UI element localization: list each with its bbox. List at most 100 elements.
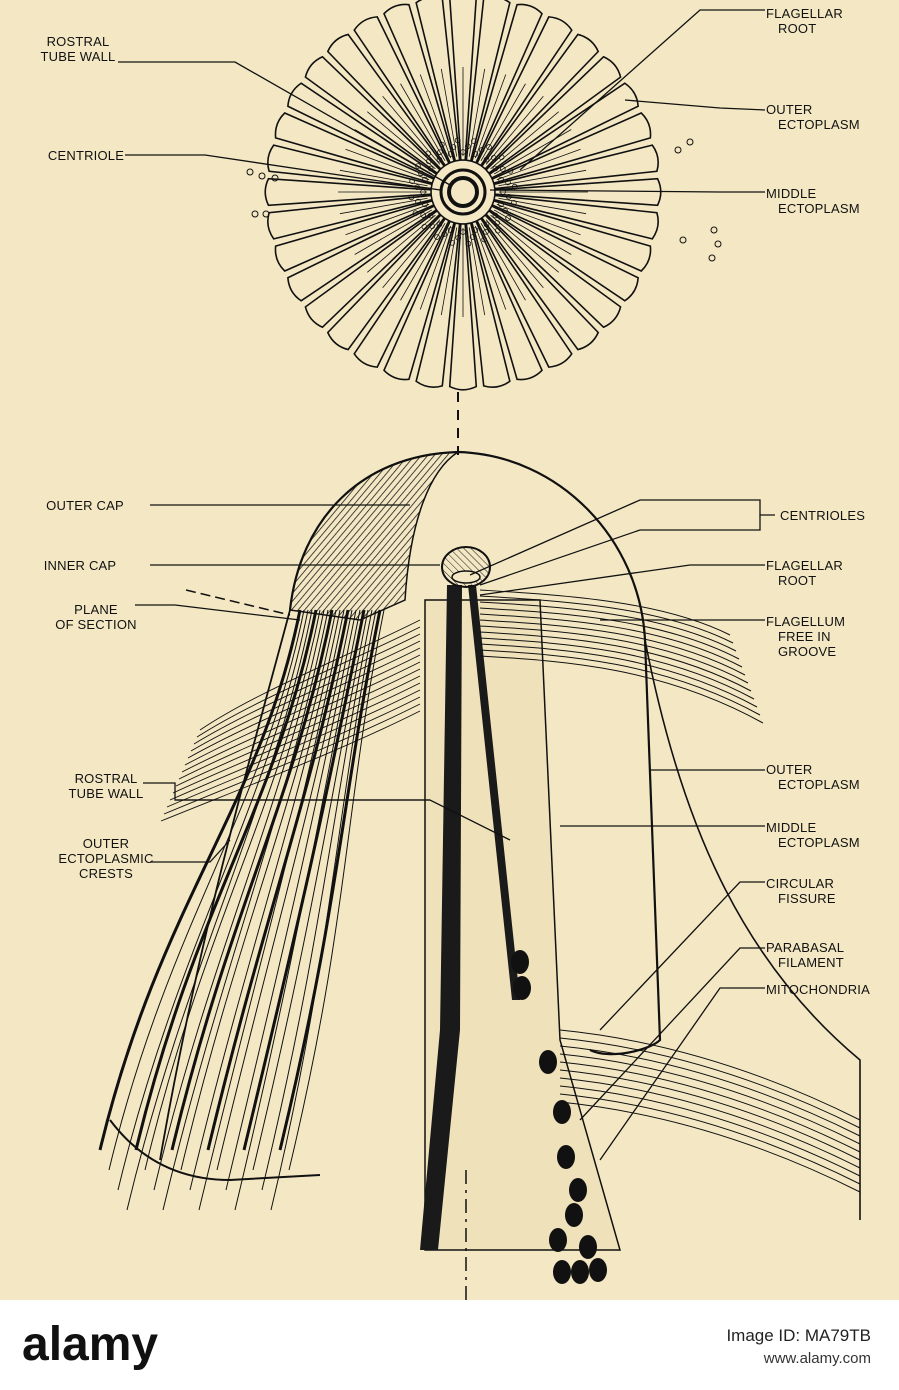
flagellum-section bbox=[422, 176, 428, 183]
outer-crest-filament bbox=[190, 640, 421, 752]
rosette-fibril bbox=[339, 197, 428, 215]
flagellum-section bbox=[500, 166, 506, 172]
free-flagellum-dot bbox=[262, 210, 270, 218]
rosette-segment bbox=[274, 112, 435, 185]
crest-strand bbox=[261, 609, 373, 1191]
label-line: CENTRIOLES bbox=[780, 508, 865, 523]
crest-strand bbox=[206, 609, 350, 1151]
rosette-fibril bbox=[480, 222, 526, 301]
flagellum-section bbox=[425, 150, 432, 157]
free-flagellum-strand bbox=[479, 625, 749, 684]
fissure-strand bbox=[559, 1069, 861, 1161]
free-flagellum-dot bbox=[714, 240, 722, 248]
free-flagellum-dot bbox=[251, 210, 259, 218]
rosette-fibril bbox=[354, 209, 433, 255]
flagellum-section bbox=[486, 144, 492, 150]
flagellum-section bbox=[408, 194, 415, 201]
outer-crest-filament bbox=[181, 661, 421, 773]
flagellum-section bbox=[492, 165, 499, 172]
flagellum-section bbox=[427, 212, 434, 219]
outer-crest-filament bbox=[175, 675, 421, 787]
flagellum-section bbox=[454, 137, 461, 144]
flagella-dots-left bbox=[246, 138, 722, 262]
flagellum-section bbox=[472, 227, 479, 233]
label-centriole-top: CENTRIOLE bbox=[48, 148, 124, 163]
label-line: GROOVE bbox=[778, 644, 836, 659]
free-flagellum-dot bbox=[708, 254, 716, 262]
flagellum-section bbox=[447, 151, 454, 157]
flagellum-section bbox=[465, 143, 471, 150]
free-flagellum-strand bbox=[479, 613, 743, 668]
crest-strand bbox=[170, 609, 334, 1151]
free-flagellum-dot bbox=[686, 138, 694, 146]
rosette-fibril bbox=[419, 74, 452, 159]
flagellum-section bbox=[460, 149, 466, 155]
outer-crest-filament bbox=[163, 703, 421, 815]
flagellum-section bbox=[511, 183, 518, 190]
fissure-strand bbox=[559, 1101, 861, 1193]
flagellum-section bbox=[409, 178, 415, 184]
label-line: ROOT bbox=[778, 573, 816, 588]
fissure-strand bbox=[559, 1077, 861, 1169]
rosette-segment bbox=[353, 16, 450, 167]
outer-crest-filament bbox=[160, 710, 421, 822]
label-line: OUTER bbox=[83, 836, 130, 851]
flagellum-section bbox=[426, 158, 432, 165]
rosette-fibril bbox=[496, 148, 581, 181]
rosette-fibril bbox=[474, 74, 507, 159]
flagellum-section bbox=[427, 165, 434, 172]
rosette-segment bbox=[491, 199, 652, 272]
body-left-outline bbox=[159, 609, 291, 1161]
flagellum-section bbox=[507, 168, 514, 174]
rosette-fibril bbox=[366, 111, 436, 170]
outer-crest-filament bbox=[166, 696, 421, 808]
rosette-segment bbox=[287, 82, 438, 179]
free-flagellum-strand bbox=[479, 631, 752, 692]
crest-strand bbox=[98, 609, 302, 1151]
flagellum-section bbox=[418, 170, 424, 177]
crest-strand bbox=[153, 609, 325, 1191]
free-flagellum-strand bbox=[479, 637, 755, 700]
flagellum-section bbox=[483, 156, 490, 163]
free-flagellum-strand bbox=[479, 601, 737, 652]
label-line: ECTOPLASM bbox=[778, 201, 860, 216]
mitochondrion bbox=[539, 1050, 557, 1074]
flagellum-section bbox=[483, 229, 489, 235]
flagellum-section bbox=[505, 179, 511, 186]
free-flagellum-dot bbox=[674, 146, 682, 154]
label-line: FREE IN bbox=[778, 629, 831, 644]
label-line: FISSURE bbox=[778, 891, 836, 906]
free-flagellum-dot bbox=[246, 168, 254, 176]
rosette-fibril bbox=[480, 83, 526, 162]
flagellum-section bbox=[455, 234, 461, 241]
rostral-tube-wall-left bbox=[420, 585, 462, 1250]
free-flagellum-dot bbox=[258, 172, 266, 180]
rosette-fibril bbox=[400, 222, 446, 301]
crest-strand bbox=[126, 609, 313, 1211]
rosette-segment bbox=[465, 0, 511, 162]
fissure-strand bbox=[559, 1053, 861, 1145]
label-line: MITOCHONDRIA bbox=[766, 982, 870, 997]
crest-strand bbox=[225, 609, 357, 1191]
flagellum-section bbox=[498, 201, 504, 208]
free-flagellum-strand bbox=[479, 589, 731, 636]
flagellum-section bbox=[441, 231, 448, 237]
label-line: FLAGELLAR bbox=[766, 6, 843, 21]
fissure-strand bbox=[559, 1045, 861, 1137]
rosette-fibril bbox=[493, 129, 572, 175]
mitochondrion bbox=[569, 1178, 587, 1202]
label-line: FLAGELLAR bbox=[766, 558, 843, 573]
label-line: ROSTRAL bbox=[75, 771, 138, 786]
flagellum-section bbox=[472, 151, 479, 157]
rosette-segment bbox=[383, 220, 456, 381]
label-line: PARABASAL bbox=[766, 940, 844, 955]
flagellum-section bbox=[505, 215, 511, 221]
